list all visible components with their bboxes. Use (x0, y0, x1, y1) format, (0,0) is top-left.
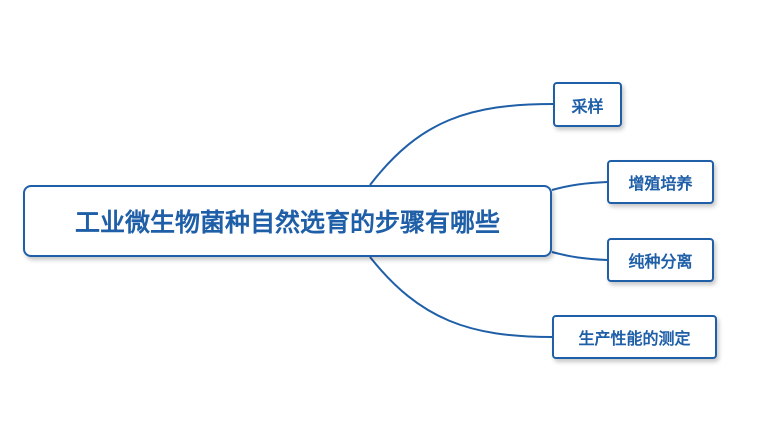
child-node-label: 采样 (571, 96, 604, 116)
child-node-sampling[interactable]: 采样 (553, 82, 622, 127)
child-node-label: 纯种分离 (628, 252, 693, 271)
child-node-pure-isolation[interactable]: 纯种分离 (607, 238, 714, 282)
child-node-performance-test[interactable]: 生产性能的测定 (552, 315, 717, 359)
child-node-enrichment-culture[interactable]: 增殖培养 (607, 160, 714, 204)
connector-line (551, 251, 608, 261)
connector-line (369, 103, 554, 186)
connector-line (551, 181, 608, 191)
child-node-label: 生产性能的测定 (578, 329, 691, 348)
root-node-label: 工业微生物菌种自然选育的步骤有哪些 (74, 208, 500, 237)
connector-line (369, 256, 553, 338)
child-node-label: 增殖培养 (628, 174, 693, 193)
root-node[interactable]: 工业微生物菌种自然选育的步骤有哪些 (23, 185, 552, 257)
